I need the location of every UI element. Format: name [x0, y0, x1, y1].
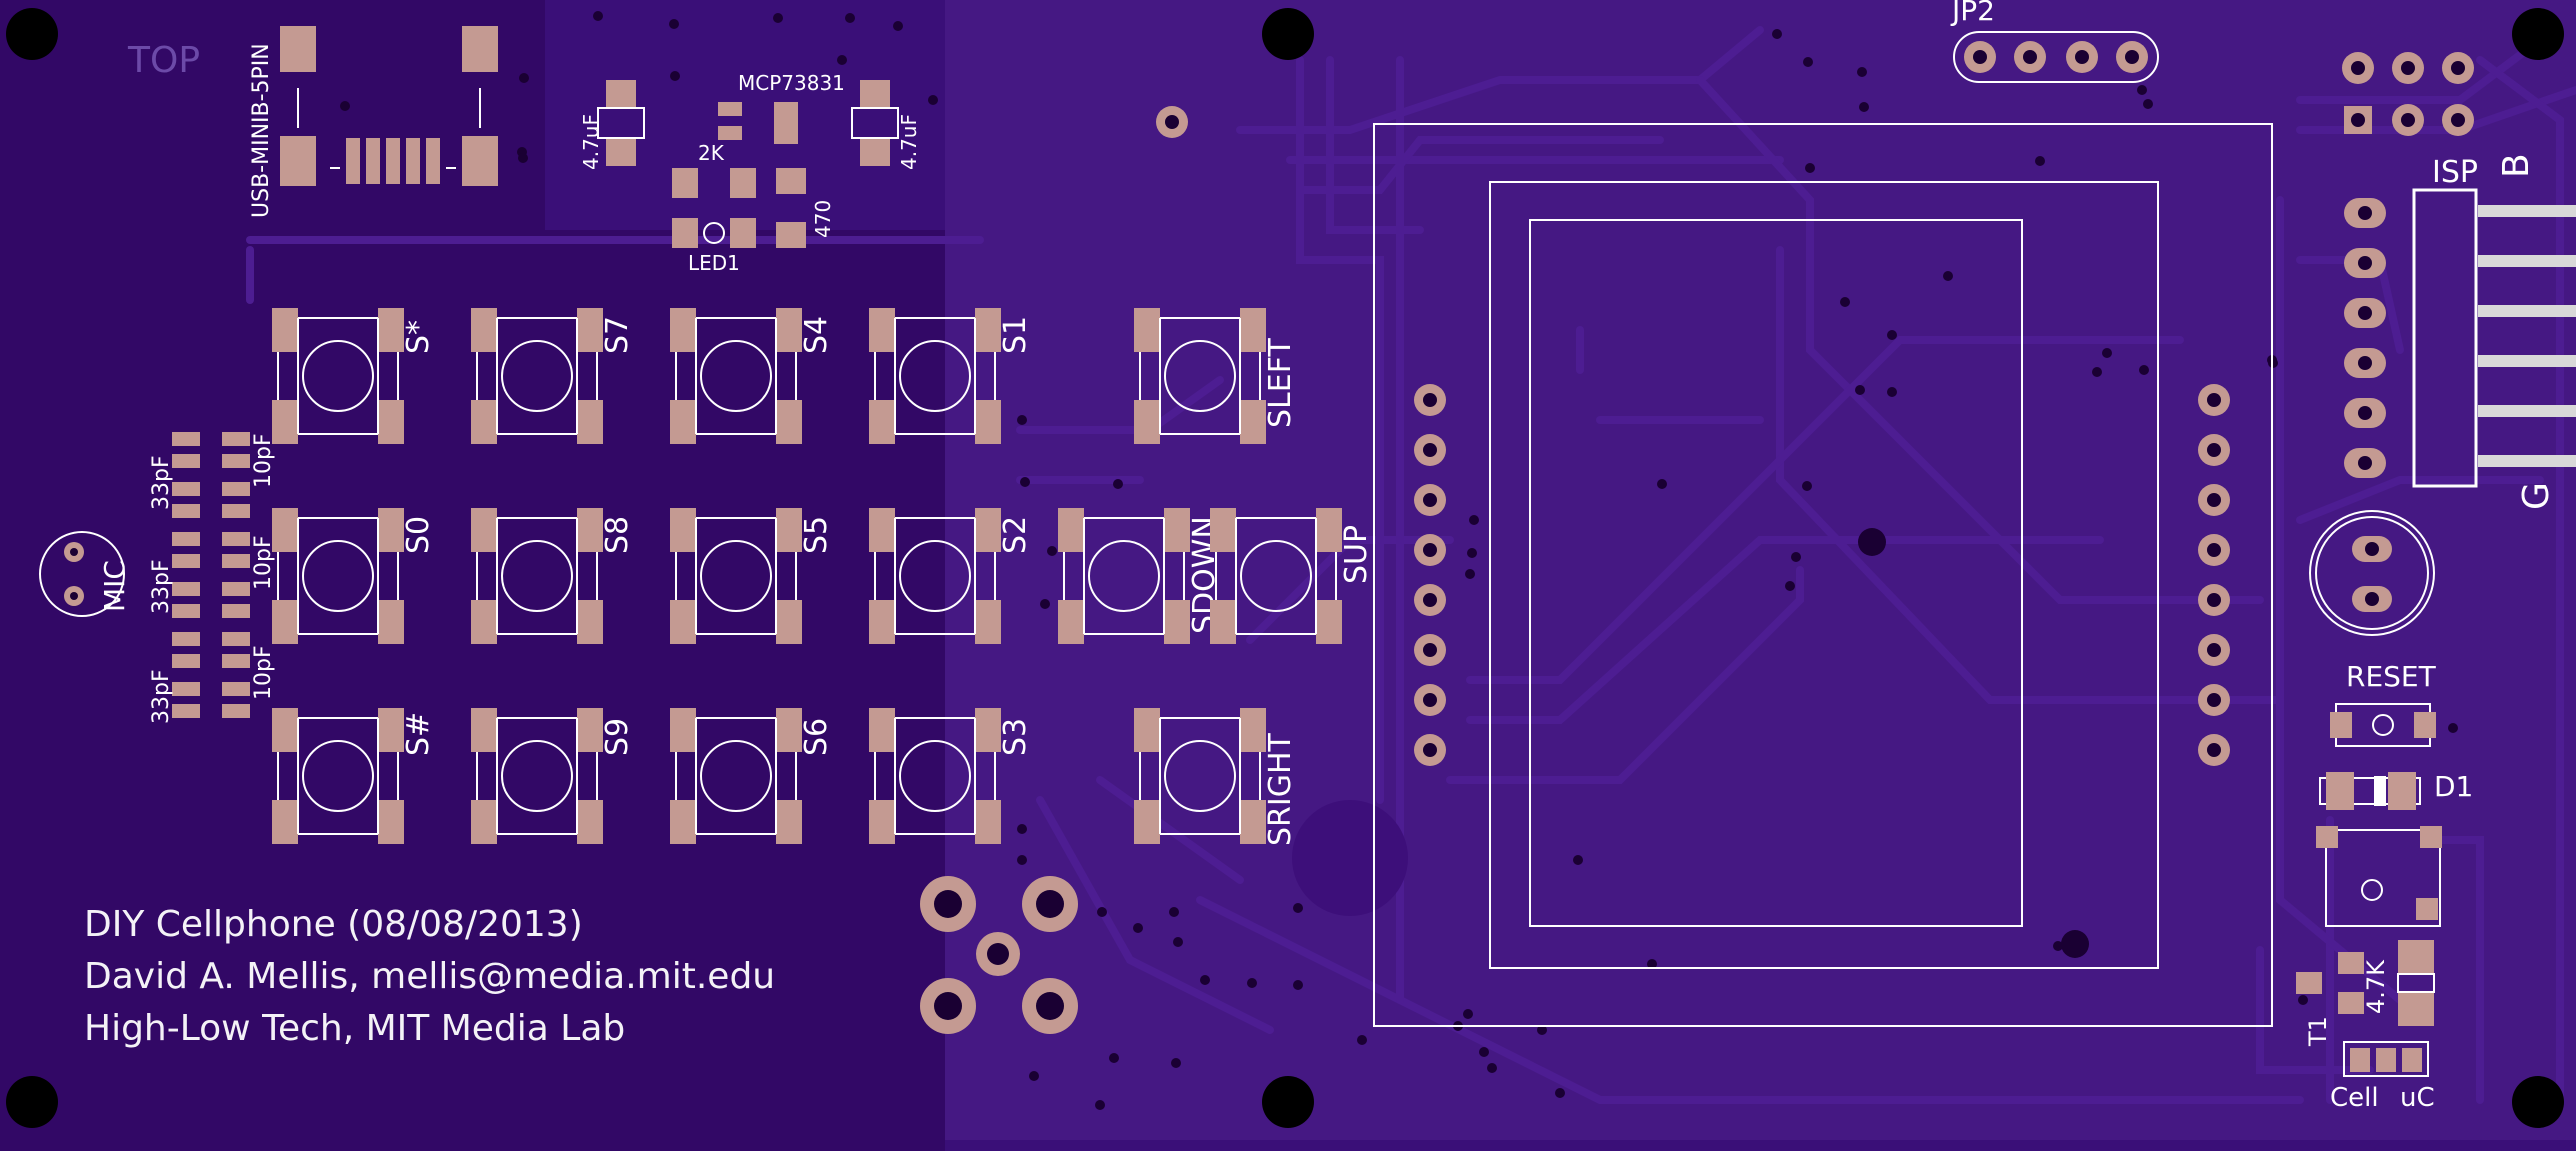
usb-connector: USB-MINIB-5PIN	[249, 26, 498, 218]
button-sleft-label: SLEFT	[1263, 338, 1298, 428]
credits: DIY Cellphone (08/08/2013) David A. Mell…	[84, 904, 775, 1049]
button-s1-label: S1	[998, 316, 1033, 354]
usb-label: USB-MINIB-5PIN	[249, 43, 274, 218]
button-s5-label: S5	[799, 516, 834, 554]
cap33-2-label: 33pF	[149, 559, 174, 614]
button-sup-label: SUP	[1339, 525, 1374, 584]
credits-line3: High-Low Tech, MIT Media Lab	[84, 1008, 625, 1049]
cap10-1-label: 10pF	[251, 433, 276, 488]
button-s3-label: S3	[998, 718, 1033, 756]
t1-label: T1	[2304, 1016, 2332, 1047]
reset-button: RESET	[2330, 660, 2437, 747]
button-s8-label: S8	[600, 516, 635, 554]
keypad: S* S7 S4 S1 SLEFT S0 S8 S5 S2 SDOWN SUP …	[271, 307, 1374, 846]
jp2-header: JP2	[1950, 0, 2159, 83]
button-s4-label: S4	[799, 316, 834, 354]
button-s7-label: S7	[600, 316, 635, 354]
button-s0-label: S0	[401, 516, 436, 554]
lcd-outline	[1373, 123, 2273, 1027]
res-470-label: 470	[811, 200, 835, 238]
diode-d1: D1	[2319, 770, 2473, 810]
microphone: MIC	[39, 531, 131, 617]
cell-label: Cell	[2330, 1083, 2379, 1113]
charge-circuit: 4.7uF 4.7uF MCP73831 2K 470 LED1	[579, 71, 921, 275]
mic-capacitors: 33pF 10pF 33pF 10pF 33pF 10pF	[149, 432, 276, 724]
mounting-holes	[6, 8, 2564, 1128]
speaker-mount	[1292, 800, 1408, 916]
button-s6-label: S6	[799, 718, 834, 756]
cap10-3-label: 10pF	[251, 645, 276, 700]
cap33-1-label: 33pF	[149, 455, 174, 510]
audio-jack	[920, 876, 1078, 1034]
cap-right-label: 4.7uF	[897, 114, 921, 170]
regulator	[2316, 826, 2442, 927]
credits-line2: David A. Mellis, mellis@media.mit.edu	[84, 956, 775, 997]
d1-label: D1	[2434, 770, 2473, 803]
button-sright-label: SRIGHT	[1263, 732, 1298, 846]
isp-b-label: B	[2496, 153, 2537, 178]
buzzer	[2309, 510, 2435, 636]
cap10-2-label: 10pF	[251, 535, 276, 590]
reset-label: RESET	[2346, 660, 2437, 693]
isp-g-label: G	[2516, 482, 2557, 510]
jp2-label: JP2	[1950, 0, 1995, 27]
isp-header: ISP B G	[2342, 52, 2576, 510]
cell-uc-jumper: Cell uC	[2330, 1041, 2435, 1113]
button-s-hash-label: S#	[401, 712, 436, 756]
credits-line1: DIY Cellphone (08/08/2013)	[84, 904, 583, 945]
top-label: TOP	[127, 40, 200, 81]
button-s-star-label: S*	[401, 320, 436, 354]
r-4k7-label: 4.7K	[2362, 959, 2390, 1014]
mcp-label: MCP73831	[738, 71, 845, 95]
transistor-t1: T1 4.7K	[2296, 940, 2435, 1047]
pcb-traces	[246, 26, 2576, 1104]
cap-left-label: 4.7uF	[579, 114, 603, 170]
led1-label: LED1	[688, 251, 740, 275]
isp-label: ISP	[2432, 155, 2478, 190]
mic-label: MIC	[98, 560, 131, 612]
button-s2-label: S2	[998, 516, 1033, 554]
vias	[340, 11, 2458, 1110]
uc-label: uC	[2400, 1083, 2435, 1113]
button-s9-label: S9	[600, 718, 635, 756]
cap33-3-label: 33pF	[149, 669, 174, 724]
res-2k-label: 2K	[698, 141, 725, 165]
test-point	[1156, 106, 1188, 138]
